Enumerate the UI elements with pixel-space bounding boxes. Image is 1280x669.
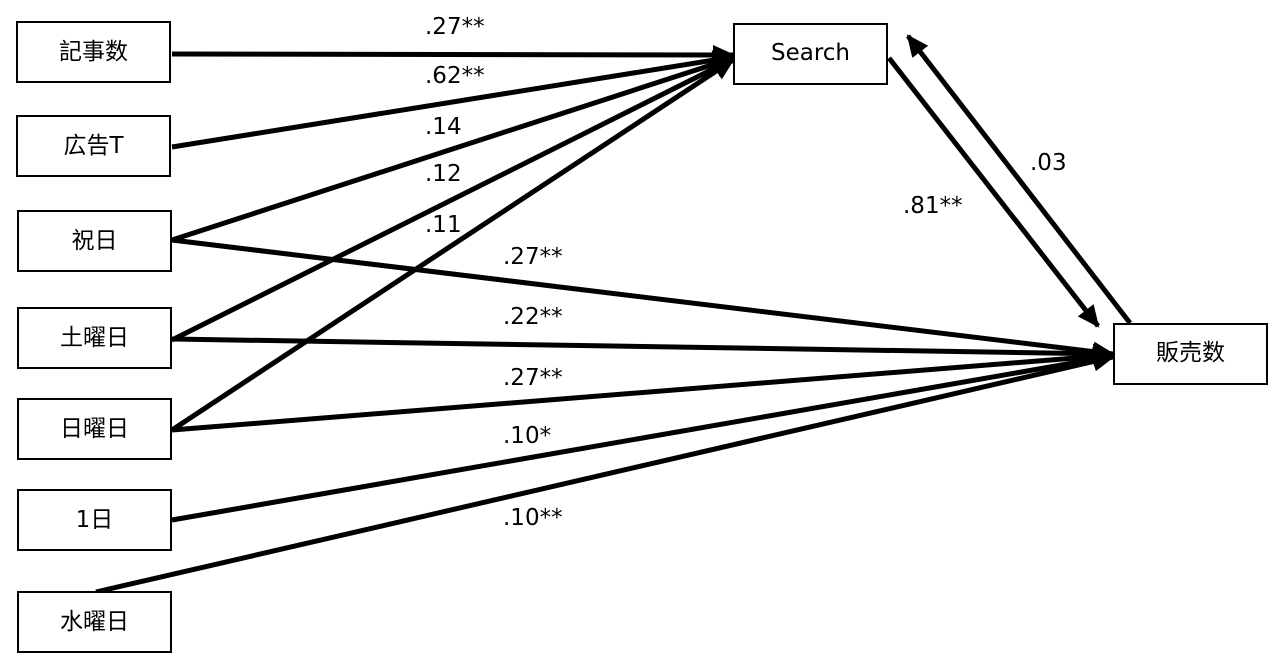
node-box xyxy=(17,398,172,460)
node-box xyxy=(1113,323,1268,385)
node-box xyxy=(17,210,172,272)
node-box xyxy=(16,21,171,83)
node-kiji: 記事数 xyxy=(16,21,171,83)
node-label: Search xyxy=(771,40,850,66)
node-tsuitachi: 1日 xyxy=(17,489,172,551)
node-label: 1日 xyxy=(76,507,114,533)
node-shukujitsu: 祝日 xyxy=(17,210,172,272)
coef-kiji-search: .27** xyxy=(425,14,485,40)
edge-nichiyoubi-to-search xyxy=(170,57,735,433)
node-box xyxy=(17,489,172,551)
coef-search-sales: .81** xyxy=(903,193,963,219)
node-nichiyoubi: 日曜日 xyxy=(17,398,172,460)
edge-shukujitsu-to-sales xyxy=(171,237,1115,362)
edge-sales-to-search xyxy=(906,34,1132,325)
edge-tsuitachi-to-sales xyxy=(171,349,1115,523)
node-label: 水曜日 xyxy=(60,609,129,635)
edge-doyoubi-to-search xyxy=(170,56,735,343)
edge-doyoubi-to-sales xyxy=(171,336,1115,364)
node-koukoku: 広告T xyxy=(16,115,171,177)
node-box xyxy=(733,23,888,85)
coef-sales-search: .03 xyxy=(1030,150,1067,176)
node-search: Search xyxy=(733,23,888,85)
edge-suiyoubi-to-sales xyxy=(95,351,1115,595)
node-label: 広告T xyxy=(63,133,124,159)
node-label: 土曜日 xyxy=(60,325,129,351)
coef-doyoubi-search: .12 xyxy=(425,161,462,187)
edge-koukoku-to-search xyxy=(171,50,735,150)
node-box xyxy=(17,591,172,653)
edge-search-to-sales xyxy=(887,56,1100,328)
coef-nichiyoubi-search: .11 xyxy=(425,212,462,238)
node-box xyxy=(17,307,172,369)
coef-suiyoubi-sales: .10** xyxy=(503,505,563,531)
node-doyoubi: 土曜日 xyxy=(17,307,172,369)
node-label: 記事数 xyxy=(59,39,128,65)
coef-nichiyoubi-sales: .27** xyxy=(503,365,563,391)
edges xyxy=(95,34,1132,595)
coef-tsuitachi-sales: .10* xyxy=(503,423,551,449)
node-label: 日曜日 xyxy=(60,416,129,442)
node-label: 祝日 xyxy=(72,228,118,254)
node-label: 販売数 xyxy=(1156,340,1225,366)
edge-shukujitsu-to-search xyxy=(171,54,735,243)
coef-koukoku-search: .62** xyxy=(425,63,485,89)
edge-nichiyoubi-to-sales xyxy=(171,346,1115,433)
coef-doyoubi-sales: .22** xyxy=(503,304,563,330)
edge-labels: .27** .62** .14 .12 .11 .27** .22** .27*… xyxy=(425,14,1067,531)
node-sales: 販売数 xyxy=(1113,323,1268,385)
node-box xyxy=(16,115,171,177)
coef-shukujitsu-sales: .27** xyxy=(503,244,563,270)
coef-shukujitsu-search: .14 xyxy=(425,114,462,140)
node-suiyoubi: 水曜日 xyxy=(17,591,172,653)
edge-kiji-to-search xyxy=(171,44,735,65)
